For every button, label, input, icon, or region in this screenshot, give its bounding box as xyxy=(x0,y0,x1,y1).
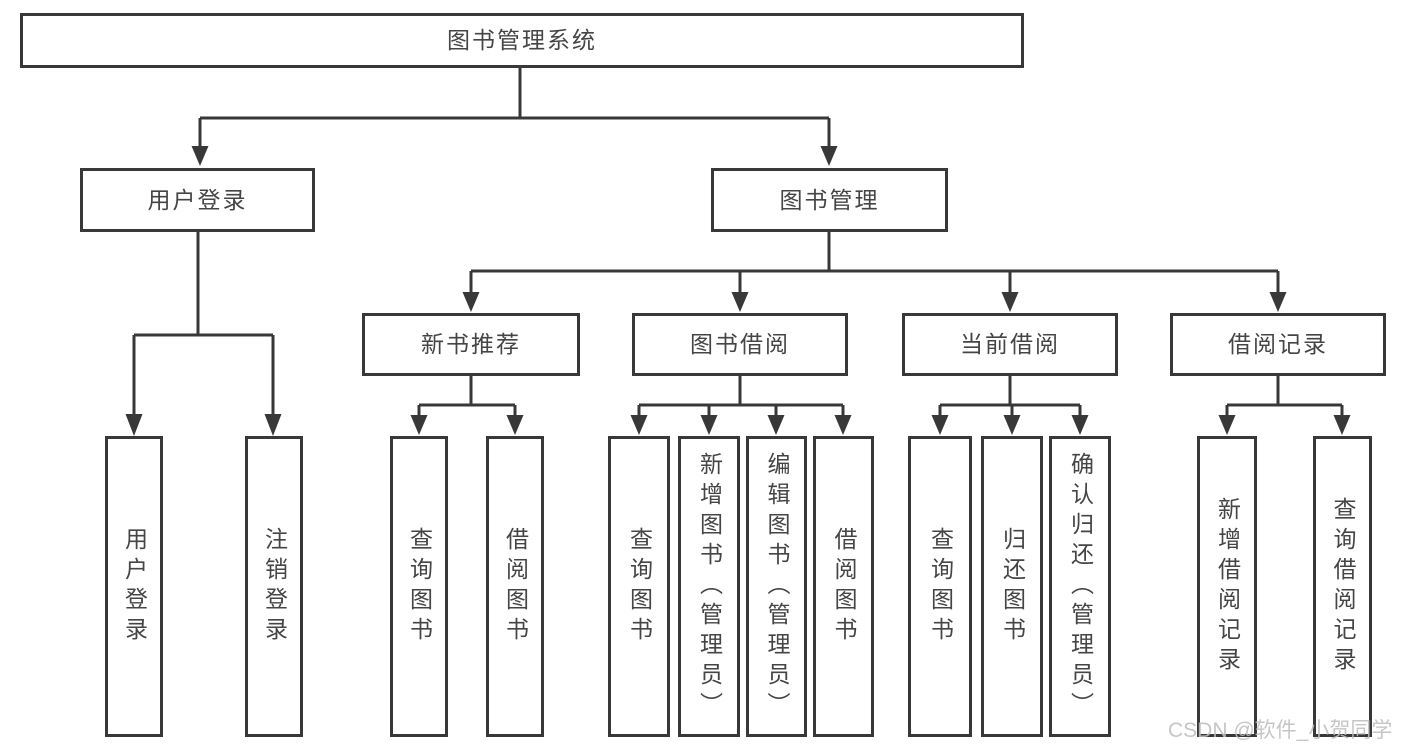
node-label: 当前借阅 xyxy=(960,331,1060,357)
arrow-down-icon xyxy=(700,415,718,435)
leaf-label: 确认归还（管理员） xyxy=(1067,451,1094,722)
leaf-label: 查询图书 xyxy=(927,526,954,647)
connector-current-borrowing xyxy=(938,375,1082,417)
watermark-text: CSDN @软件_小贺同学 xyxy=(1168,719,1393,742)
arrow-down-icon xyxy=(191,146,209,166)
leaf-label: 查询图书 xyxy=(626,526,653,647)
arrow-down-icon xyxy=(506,415,524,435)
arrow-down-icon xyxy=(264,414,282,436)
leaf-label: 归还图书 xyxy=(999,526,1026,647)
node-label: 图书管理系统 xyxy=(447,27,597,53)
leaf-label: 查询图书 xyxy=(406,526,433,647)
leaf-label: 注销登录 xyxy=(261,526,288,647)
connector-book-borrowing xyxy=(637,375,845,417)
connector-new-book-recommendation xyxy=(417,375,517,417)
leaf-label: 借阅图书 xyxy=(831,526,857,647)
leaf-confirm-return-admin: 确认归还（管理员） xyxy=(1049,436,1111,737)
arrow-down-icon xyxy=(125,414,143,436)
leaf-query-books-current: 查询图书 xyxy=(908,436,972,737)
leaf-borrow-books-recommend: 借阅图书 xyxy=(486,436,544,737)
leaf-label: 用户登录 xyxy=(121,526,148,647)
leaf-user-login: 用户登录 xyxy=(105,436,163,737)
leaf-edit-books-admin: 编辑图书（管理员） xyxy=(746,436,807,737)
node-library-management-system: 图书管理系统 xyxy=(20,13,1024,68)
node-label: 图书管理 xyxy=(779,186,880,213)
connector-root xyxy=(198,68,831,148)
node-user-login: 用户登录 xyxy=(80,168,315,232)
arrow-down-icon xyxy=(1333,415,1351,435)
arrow-down-icon xyxy=(731,292,749,312)
node-new-book-recommendation: 新书推荐 xyxy=(362,313,580,376)
arrow-down-icon xyxy=(462,292,480,312)
leaf-label: 新增图书（管理员） xyxy=(696,451,723,722)
leaf-label: 编辑图书（管理员） xyxy=(764,451,790,722)
node-label: 借阅记录 xyxy=(1228,331,1328,357)
arrow-down-icon xyxy=(630,415,648,435)
leaf-return-books: 归还图书 xyxy=(981,436,1043,737)
leaf-query-borrow-record: 查询借阅记录 xyxy=(1313,436,1372,737)
node-label: 新书推荐 xyxy=(421,331,521,357)
arrow-down-icon xyxy=(931,415,949,435)
connector-user-login xyxy=(132,231,275,416)
node-label: 图书借阅 xyxy=(690,331,790,357)
arrow-down-icon xyxy=(834,415,852,435)
node-book-borrowing: 图书借阅 xyxy=(632,313,848,376)
arrow-down-icon xyxy=(1269,292,1287,312)
node-book-management: 图书管理 xyxy=(711,168,948,232)
leaf-label: 新增借阅记录 xyxy=(1214,496,1241,677)
node-borrowing-records: 借阅记录 xyxy=(1170,313,1386,376)
arrow-down-icon xyxy=(820,146,838,166)
arrow-down-icon xyxy=(410,415,428,435)
node-label: 用户登录 xyxy=(147,186,248,213)
arrowheads xyxy=(125,146,1351,436)
leaf-add-books-admin: 新增图书（管理员） xyxy=(678,436,740,737)
leaf-label: 借阅图书 xyxy=(502,526,529,647)
node-current-borrowing: 当前借阅 xyxy=(902,313,1118,376)
connector-borrowing-records xyxy=(1225,375,1344,417)
leaf-query-books-recommend: 查询图书 xyxy=(390,436,448,737)
leaf-query-books-borrowing: 查询图书 xyxy=(608,436,670,737)
arrow-down-icon xyxy=(767,415,785,435)
connector-book-management xyxy=(469,231,1280,294)
leaf-borrow-books: 借阅图书 xyxy=(813,436,874,737)
arrow-down-icon xyxy=(1071,415,1089,435)
arrow-down-icon xyxy=(1218,415,1236,435)
leaf-label: 查询借阅记录 xyxy=(1330,496,1356,677)
leaf-add-borrow-record: 新增借阅记录 xyxy=(1197,436,1257,737)
leaf-logout-login: 注销登录 xyxy=(245,436,303,737)
arrow-down-icon xyxy=(1003,415,1021,435)
arrow-down-icon xyxy=(1001,292,1019,312)
